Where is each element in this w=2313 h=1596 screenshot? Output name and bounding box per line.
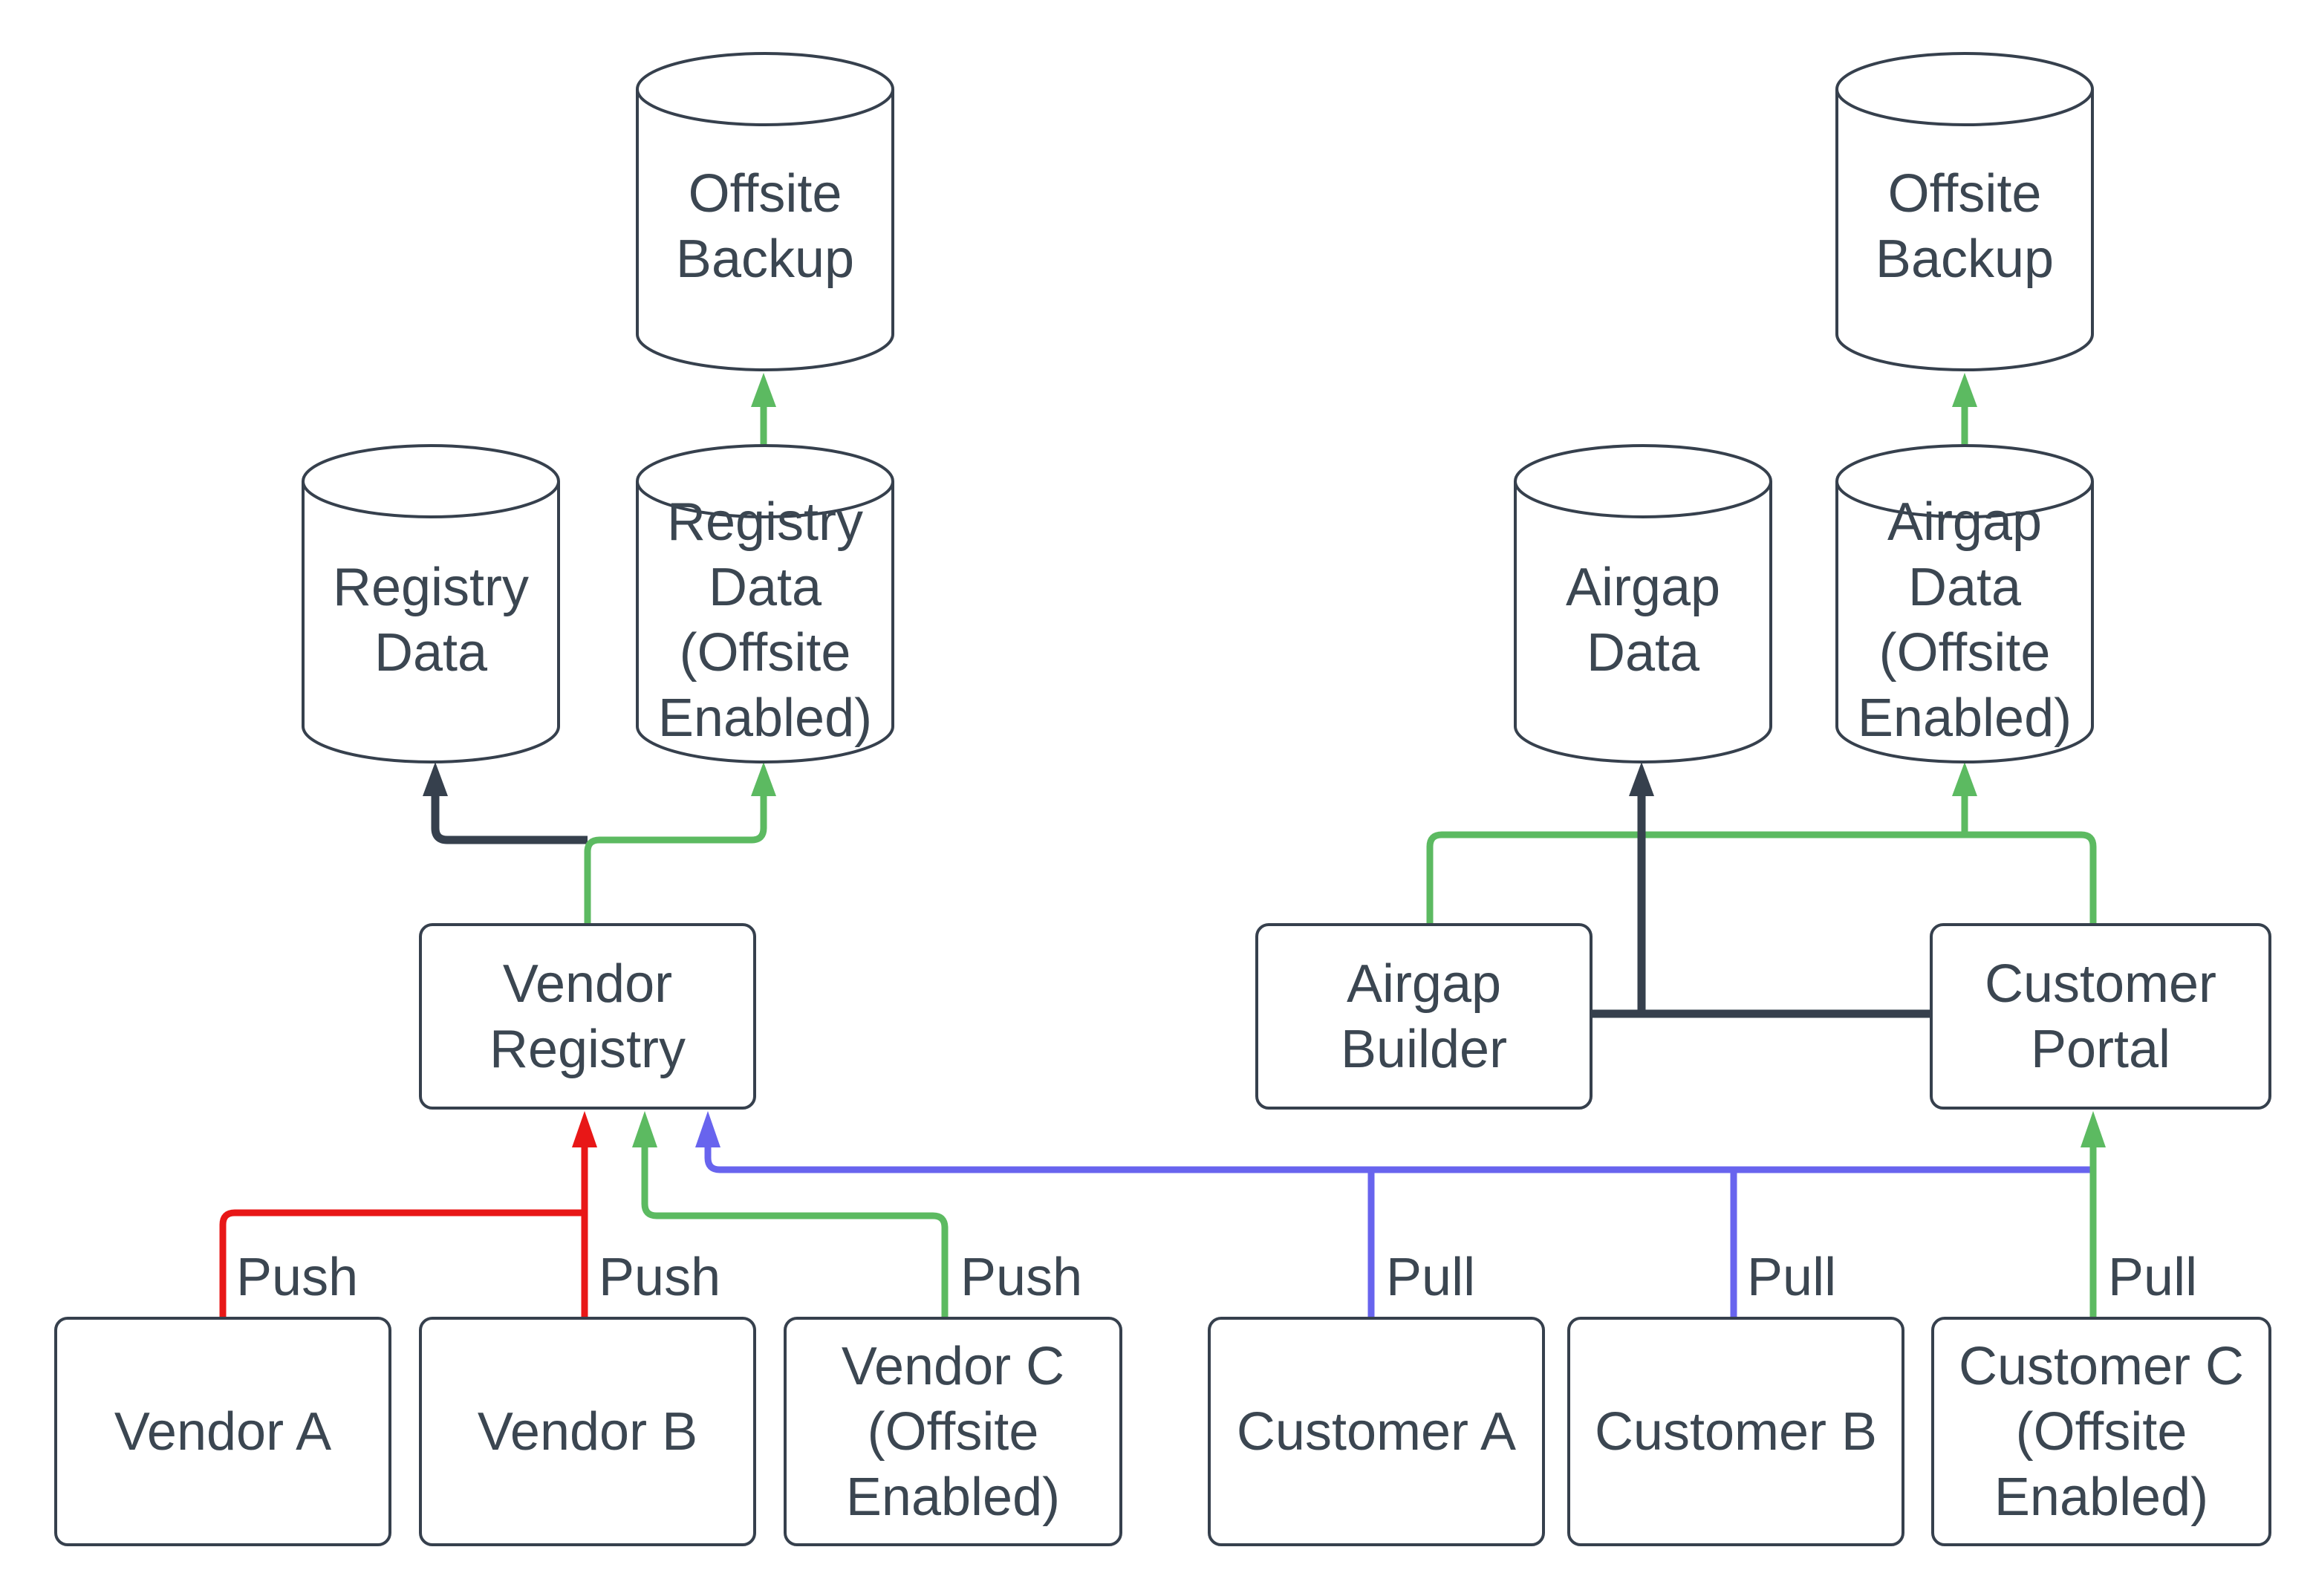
cylinder-top [1514,444,1772,518]
cylinder-top [302,444,560,518]
arrowhead-into-offsite-backup-right [1952,373,1977,407]
box-customer-c [1931,1317,2271,1546]
arrowhead-blue-into-vendor-registry [695,1111,720,1147]
box-vendor-a [54,1317,391,1546]
cylinder-body [636,89,894,371]
box-customer-a [1208,1317,1545,1546]
connector-customers-pull-main [704,1147,2093,1173]
cylinder-registry-data [302,444,560,763]
cylinder-body [1514,481,1772,763]
box-vendor-c [784,1317,1122,1546]
cylinder-body [1835,89,2094,371]
cylinder-airgap-data [1514,444,1772,763]
cylinder-top [1835,444,2094,518]
cylinder-airgap-data-offsite [1835,444,2094,763]
box-airgap-builder [1255,923,1593,1110]
arrowhead-into-airgap-data-offsite [1952,762,1977,796]
box-vendor-registry [419,923,756,1110]
connector-registry-to-registry-data-offsite [584,796,767,925]
cylinder-registry-data-offsite [636,444,894,763]
arrowhead-into-airgap-data [1629,762,1654,796]
arrowhead-red-into-vendor-registry [572,1111,597,1147]
connector-registry-to-registry-data [431,796,588,844]
cylinder-top [636,52,894,126]
arrowhead-green-into-customer-portal [2081,1111,2106,1147]
connector-portal-to-builder [1426,831,2097,925]
arrowhead-into-registry-data [423,762,448,796]
cylinder-body [636,481,894,763]
box-vendor-b [419,1317,756,1546]
arrowhead-green-into-vendor-registry [632,1111,657,1147]
cylinder-body [1835,481,2094,763]
cylinder-top [636,444,894,518]
cylinder-body [302,481,560,763]
arrowhead-into-offsite-backup-left [751,373,776,407]
cylinder-offsite-backup-right [1835,52,2094,371]
arrowhead-into-registry-data-offsite [751,762,776,796]
cylinder-offsite-backup-left [636,52,894,371]
cylinder-top [1835,52,2094,126]
box-customer-portal [1930,923,2271,1110]
connector-vendor-a-push [219,1209,585,1318]
box-customer-b [1567,1317,1904,1546]
connector-vendor-c-push [641,1147,949,1318]
